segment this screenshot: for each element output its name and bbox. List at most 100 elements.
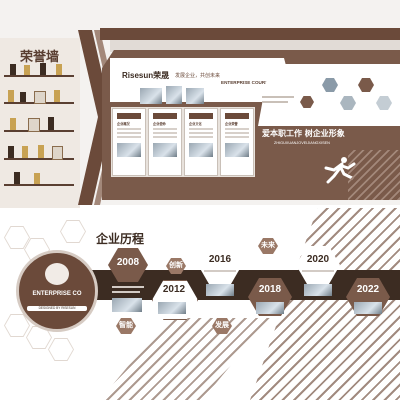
- panel-photo: [225, 143, 249, 157]
- info-panel: 企业使命: [148, 108, 182, 176]
- trophy-icon: [20, 92, 26, 102]
- panel-line: [153, 128, 177, 130]
- trophy-icon: [24, 65, 30, 75]
- panel-header: [225, 113, 249, 119]
- trophy-icon: [10, 118, 16, 130]
- panel-line: [117, 128, 141, 130]
- event-photo: [354, 302, 382, 314]
- event-text: [112, 291, 140, 293]
- event-photo: [256, 302, 284, 314]
- hex-outline: [48, 338, 74, 361]
- panel-title: 企业文化: [189, 122, 202, 126]
- trophy-icon: [22, 146, 28, 158]
- hex-photo: [300, 96, 314, 108]
- plaque-icon: [34, 91, 46, 104]
- year-2008: 2008: [116, 257, 140, 268]
- info-panel: 企业荣誉: [220, 108, 254, 176]
- panel-line: [225, 128, 249, 130]
- trophy-icon: [38, 145, 44, 158]
- timeline-title: 企业历程: [96, 232, 145, 246]
- banner-photo: [140, 88, 162, 104]
- panel-line: [117, 132, 141, 134]
- event-text: [204, 270, 236, 272]
- banner-photo: [186, 88, 204, 104]
- accent-stripes: [348, 150, 400, 200]
- info-panel: 企业概况: [112, 108, 146, 176]
- shelf: [4, 184, 74, 186]
- emblem-name: ENTERPRISE CO: [32, 291, 82, 297]
- tag-development: 发展: [215, 322, 229, 329]
- trophy-icon: [54, 90, 60, 102]
- year-2016: 2016: [208, 254, 232, 265]
- panel-photo: [117, 143, 141, 157]
- panel-line: [153, 132, 177, 134]
- honor-wall-section: 荣誉墙 Risesun荣晟 发展企业，共创未来 ENTERPRISE COURS…: [0, 0, 400, 208]
- year-2012: 2012: [162, 284, 186, 295]
- hex-outline: [60, 220, 86, 243]
- enterprise-emblem: ENTERPRISE CO DESIGNED BY RISESUN: [16, 250, 98, 332]
- panel-line: [189, 132, 213, 134]
- hex-photo: [340, 96, 356, 110]
- logo: Risesun荣晟: [122, 71, 170, 80]
- panel-line: [189, 128, 213, 130]
- tag-hex: [258, 238, 278, 254]
- hex-photo: [358, 78, 374, 92]
- year-2022: 2022: [356, 284, 380, 295]
- slogan: 发展企业，共创未来: [175, 73, 221, 79]
- course-title: ENTERPRISE COURSE: [221, 80, 272, 85]
- runner-icon: [318, 156, 358, 189]
- tag-future: 未来: [261, 242, 275, 249]
- hex-small-text: [262, 96, 294, 98]
- panel-line: [189, 136, 213, 138]
- trophy-icon: [8, 146, 14, 158]
- hex-photo: [376, 96, 392, 110]
- event-photo: [158, 302, 186, 314]
- info-panel: 企业文化: [184, 108, 218, 176]
- panel-line: [225, 132, 249, 134]
- trophy-icon: [10, 64, 16, 75]
- event-text: [302, 270, 334, 272]
- event-text: [112, 286, 144, 288]
- hex-outline: [4, 314, 30, 337]
- top-band: [100, 28, 400, 40]
- panel-line: [153, 136, 177, 138]
- event-photo: [112, 298, 142, 312]
- panel-header: [153, 113, 177, 119]
- shelf: [4, 75, 74, 77]
- year-2020: 2020: [306, 254, 330, 265]
- tag-innovation: 创新: [169, 262, 183, 269]
- emblem-badge: DESIGNED BY RISESUN: [27, 306, 87, 311]
- hex-small-text: [262, 101, 288, 103]
- tag-hex: [116, 318, 136, 334]
- panel-line: [117, 136, 141, 138]
- hex-outline: [26, 326, 52, 349]
- banner-photo: [166, 86, 182, 104]
- event-photo: [206, 284, 234, 296]
- motto-cn: 爱本职工作 树企业形象: [262, 129, 345, 138]
- trophy-icon: [48, 117, 54, 130]
- trophy-icon: [40, 63, 46, 75]
- panel-header: [189, 113, 213, 119]
- panel-line: [225, 136, 249, 138]
- plaque-icon: [52, 146, 63, 160]
- plaque-icon: [28, 118, 40, 132]
- year-hex: [296, 246, 340, 284]
- panel-title: 企业荣誉: [225, 122, 238, 126]
- shelf: [4, 158, 74, 160]
- top-band-light: [110, 40, 400, 52]
- tag-hex: [166, 258, 186, 274]
- motto-en: ZHIGUXUANJOVEIJIANGXISEN: [274, 141, 330, 145]
- year-2018: 2018: [258, 284, 282, 295]
- trophy-icon: [8, 90, 14, 102]
- hex-outline: [4, 226, 30, 249]
- event-photo: [304, 284, 332, 296]
- panel-title: 企业使命: [153, 122, 166, 126]
- timeline-section: 企业历程 ENTERPRISE CO DESIGNED BY RISESUN 2…: [0, 208, 400, 400]
- tag-intelligence: 智能: [119, 322, 133, 329]
- trophy-icon: [56, 64, 62, 75]
- trophy-icon: [14, 172, 20, 184]
- panel-header: [117, 113, 141, 119]
- tag-hex: [212, 318, 232, 334]
- right-banner: [258, 64, 400, 126]
- tree-icon: [45, 263, 69, 285]
